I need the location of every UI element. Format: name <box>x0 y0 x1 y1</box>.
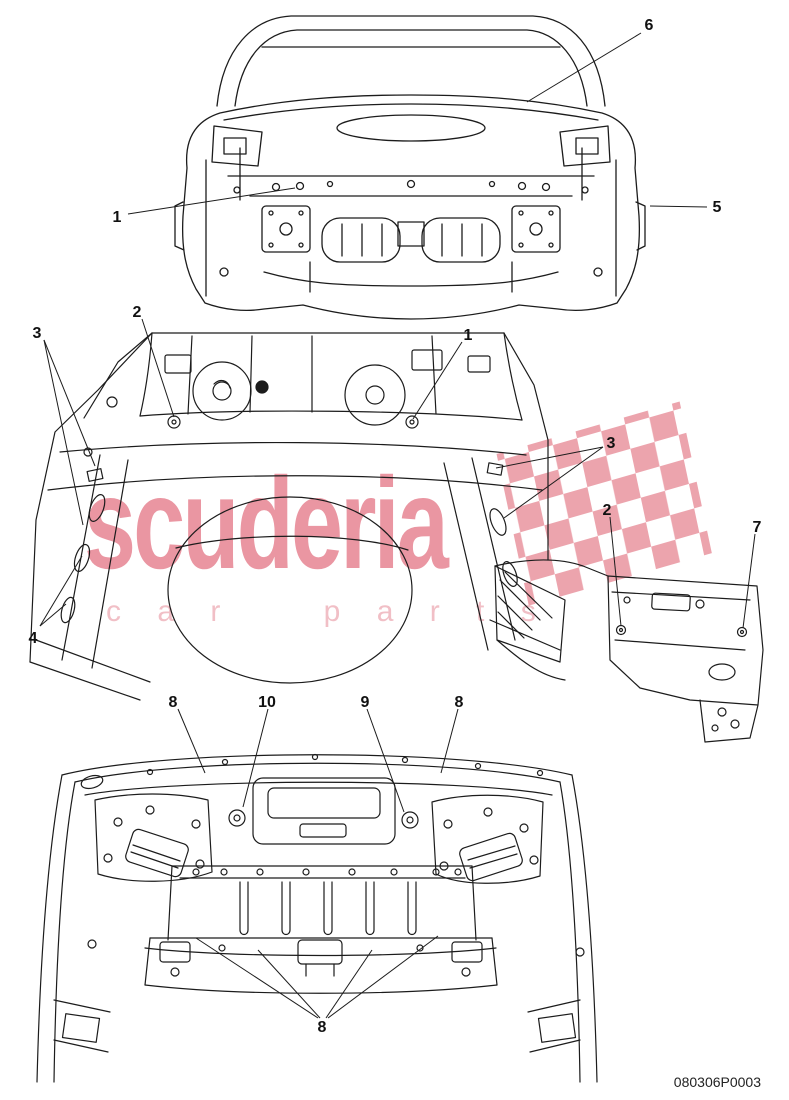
callout-leader-lines <box>39 32 756 1019</box>
callout-3-left: 3 <box>32 325 42 342</box>
trunk-bulkhead-view <box>36 753 598 1083</box>
callout-5: 5 <box>712 199 722 216</box>
watermark-title: scuderia <box>84 450 449 596</box>
trunk-floor-view <box>29 332 549 701</box>
callout-8-lower: 8 <box>317 1019 327 1036</box>
callout-6: 6 <box>644 17 654 34</box>
callout-1-floor: 1 <box>463 327 473 344</box>
callout-8-right: 8 <box>454 694 464 711</box>
callout-4: 4 <box>28 630 38 647</box>
callout-8-left: 8 <box>168 694 178 711</box>
callout-3-right: 3 <box>606 435 616 452</box>
side-panel-detail-view <box>489 559 764 743</box>
callout-9: 9 <box>360 694 370 711</box>
rear-body-view <box>174 15 646 320</box>
callout-7: 7 <box>752 519 762 536</box>
part-number: 080306P0003 <box>673 1074 761 1090</box>
callout-2-floor: 2 <box>132 304 142 321</box>
callout-1-rear: 1 <box>112 209 122 226</box>
callout-10: 10 <box>258 694 276 711</box>
callout-2-detail: 2 <box>602 502 612 519</box>
